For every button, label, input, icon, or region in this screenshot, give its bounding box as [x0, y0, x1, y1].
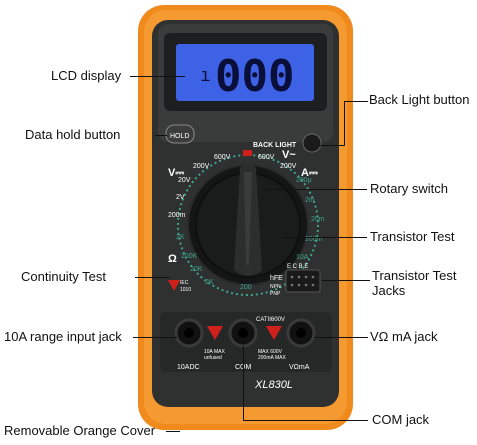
label-200m-right: 200m — [305, 236, 323, 243]
label-200-bottom: 200 — [240, 284, 252, 291]
callout-data-hold-button: Data hold button — [25, 127, 121, 142]
callout-10a-range-input-jack: 10A range input jack — [4, 329, 122, 344]
label-600v-right: 600V — [258, 154, 275, 161]
label-ecbe: E C B E — [287, 264, 308, 270]
label-a-dc: A⎓ — [301, 167, 318, 179]
label-200m-left: 200m — [168, 212, 186, 219]
model-name: XL830L — [254, 379, 293, 391]
label-10adc: 10ADC — [177, 364, 200, 371]
warn-left-1: 10A MAX — [204, 349, 226, 355]
cat-rating: CATII600V — [256, 317, 285, 323]
label-iec-num: 1010 — [180, 287, 191, 293]
label-20m: 20m — [311, 216, 325, 223]
label-iec: IEC — [180, 280, 189, 286]
leader-cover — [166, 431, 180, 432]
leader-com-h — [243, 420, 368, 421]
label-hfe: hFE — [270, 275, 283, 282]
label-200v-left: 200V — [193, 163, 210, 170]
label-2k-bottom: 2K — [205, 279, 214, 286]
jack-vohm-ma[interactable] — [286, 318, 316, 348]
callout-removable-orange-cover: Removable Orange Cover — [4, 423, 156, 438]
leader-lcd — [130, 76, 185, 77]
label-2v: 2V — [176, 194, 185, 201]
label-200u: 200µ — [296, 177, 312, 184]
label-pnp: PNP — [270, 291, 281, 297]
callout-transistor-test-jacks: Transistor Test Jacks — [372, 268, 457, 298]
label-ohm: Ω — [168, 253, 177, 265]
leader-backlight-v — [344, 101, 345, 146]
callout-com-jack: COM jack — [372, 412, 430, 427]
leader-transistor-test — [282, 237, 367, 238]
warn-right-2: 200mA MAX — [258, 355, 286, 361]
lcd-reading: 000 — [215, 51, 294, 102]
back-light-button[interactable] — [302, 133, 322, 153]
label-v-dc: V⎓ — [168, 167, 184, 179]
back-light-label: BACK LIGHT — [253, 142, 297, 149]
callout-rotary-switch: Rotary switch — [370, 181, 449, 196]
callout-back-light-button: Back Light button — [369, 92, 470, 107]
hazard-icon-right — [266, 326, 282, 340]
hold-label: HOLD — [170, 133, 189, 140]
off-marker — [243, 150, 252, 156]
callout-transistor-test: Transistor Test — [370, 229, 455, 244]
label-2k-left: 2K — [176, 234, 185, 241]
label-10a: 10A — [296, 254, 309, 261]
jack-10a[interactable] — [174, 318, 204, 348]
callout-v-ohm-ma-jack: VΩ mA jack — [370, 329, 438, 344]
leader-continuity — [135, 277, 170, 278]
rotary-knob[interactable] — [195, 164, 301, 278]
label-200v-right: 200V — [280, 163, 297, 170]
label-600v-left: 600V — [214, 154, 231, 161]
leader-transistor-jacks — [322, 280, 370, 281]
leader-10a — [133, 337, 177, 338]
callout-continuity-test: Continuity Test — [21, 269, 107, 284]
label-npn: NPN — [270, 284, 281, 290]
leader-com-v — [243, 346, 244, 420]
lcd-sign: ı — [200, 65, 211, 86]
label-20k: 20K — [190, 266, 203, 273]
label-vohm-ma: VΩmA — [289, 364, 310, 371]
hold-button[interactable] — [165, 124, 195, 144]
leader-rotary — [265, 189, 367, 190]
warn-right-1: MAX 600V — [258, 349, 283, 355]
label-200k: 200K — [181, 253, 198, 260]
label-20v: 20V — [178, 177, 191, 184]
label-v-ac: V~ — [282, 149, 296, 161]
hazard-icon-small — [168, 280, 180, 291]
transistor-socket[interactable] — [285, 269, 321, 293]
leader-hold — [155, 135, 167, 136]
hazard-icon-left — [207, 326, 223, 340]
leader-backlight-h — [320, 145, 344, 146]
label-2m-a: 2m — [305, 197, 315, 204]
leader-backlight-h2 — [344, 101, 368, 102]
lcd-screen — [176, 44, 314, 101]
dial-ring — [177, 154, 319, 296]
callout-lcd-display: LCD display — [51, 68, 122, 83]
jack-com[interactable] — [228, 318, 258, 348]
warn-left-2: unfused — [204, 355, 222, 361]
leader-vohm — [314, 337, 368, 338]
